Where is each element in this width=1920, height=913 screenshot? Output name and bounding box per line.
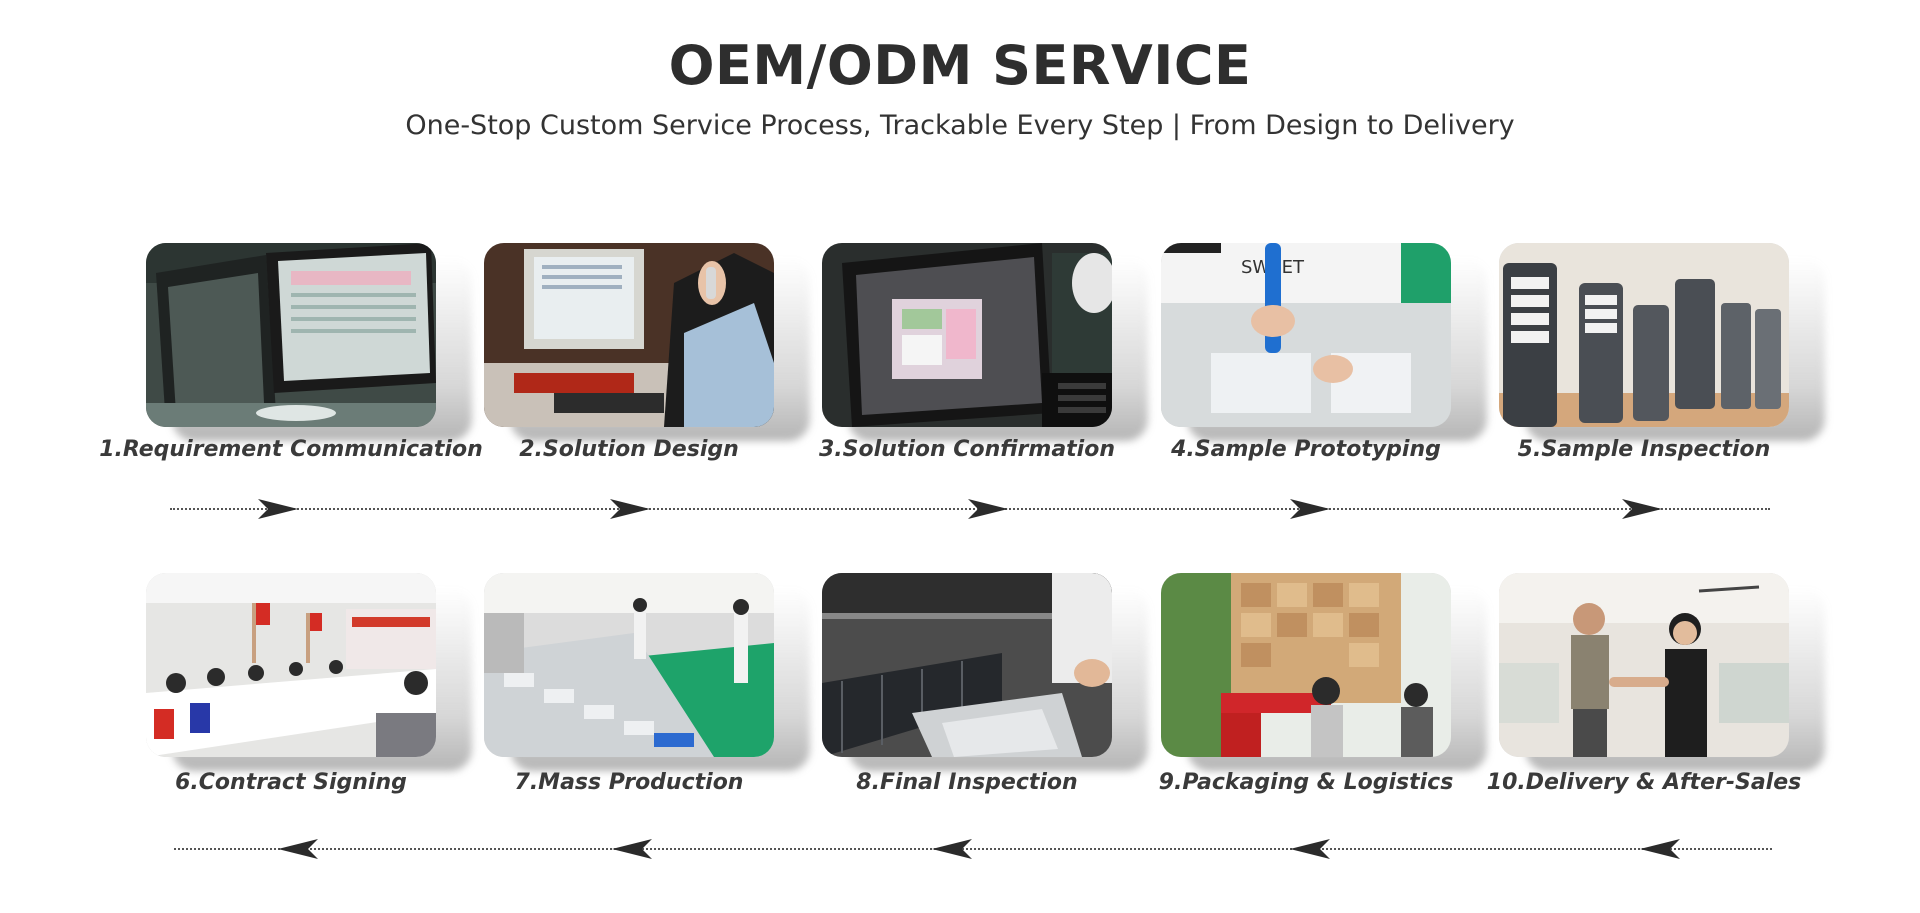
step-9: 9.Packaging & Logistics bbox=[1159, 573, 1487, 795]
solar-panel-inspection-photo bbox=[822, 573, 1112, 757]
truck-loading-photo bbox=[1161, 573, 1451, 757]
step-7: 7.Mass Production bbox=[484, 573, 810, 795]
page-subtitle: One-Stop Custom Service Process, Trackab… bbox=[405, 110, 1515, 141]
page-title: OEM/ODM SERVICE bbox=[668, 34, 1252, 97]
design-screen-photo bbox=[822, 243, 1112, 427]
arrow-left-icon bbox=[1640, 837, 1680, 861]
step-label: 8.Final Inspection bbox=[856, 770, 1078, 795]
arrow-left-icon bbox=[278, 837, 318, 861]
step-label: 9.Packaging & Logistics bbox=[1158, 770, 1454, 795]
step-label: 3.Solution Confirmation bbox=[818, 437, 1115, 462]
arrow-left-icon bbox=[612, 837, 652, 861]
handshake-photo bbox=[1499, 573, 1789, 757]
phone-call-office-photo bbox=[484, 243, 774, 427]
step-10: 10.Delivery & After-Sales bbox=[1487, 573, 1825, 795]
step-4: SWEET 4.Sample Prototyping bbox=[1161, 243, 1487, 462]
arrow-right-icon bbox=[258, 497, 298, 521]
production-line-photo bbox=[484, 573, 774, 757]
step-label: 7.Mass Production bbox=[514, 770, 744, 795]
step-label: 4.Sample Prototyping bbox=[1171, 437, 1441, 462]
computer-monitors-photo bbox=[146, 243, 436, 427]
arrow-left-icon bbox=[932, 837, 972, 861]
step-6: 6.Contract Signing bbox=[146, 573, 472, 795]
arrow-left-icon bbox=[1290, 837, 1330, 861]
step-2: 2.Solution Design bbox=[484, 243, 810, 462]
step-label: 1.Requirement Communication bbox=[99, 437, 483, 462]
step-3: 3.Solution Confirmation bbox=[819, 243, 1148, 462]
step-8: 8.Final Inspection bbox=[822, 573, 1148, 795]
step-5: 5.Sample Inspection bbox=[1499, 243, 1825, 462]
step-label: 10.Delivery & After-Sales bbox=[1486, 770, 1802, 795]
flow-line-row-1 bbox=[170, 508, 1770, 510]
flow-line-row-2 bbox=[174, 848, 1772, 850]
arrow-right-icon bbox=[610, 497, 650, 521]
step-label: 6.Contract Signing bbox=[175, 770, 407, 795]
arrow-right-icon bbox=[1290, 497, 1330, 521]
solar-lamp-samples-photo bbox=[1499, 243, 1789, 427]
screwdriver-assembly-photo: SWEET bbox=[1161, 243, 1451, 427]
meeting-room-photo bbox=[146, 573, 436, 757]
step-label: 2.Solution Design bbox=[519, 437, 739, 462]
arrow-right-icon bbox=[968, 497, 1008, 521]
step-1: 1.Requirement Communication bbox=[99, 243, 483, 462]
arrow-right-icon bbox=[1622, 497, 1662, 521]
step-label: 5.Sample Inspection bbox=[1517, 437, 1771, 462]
